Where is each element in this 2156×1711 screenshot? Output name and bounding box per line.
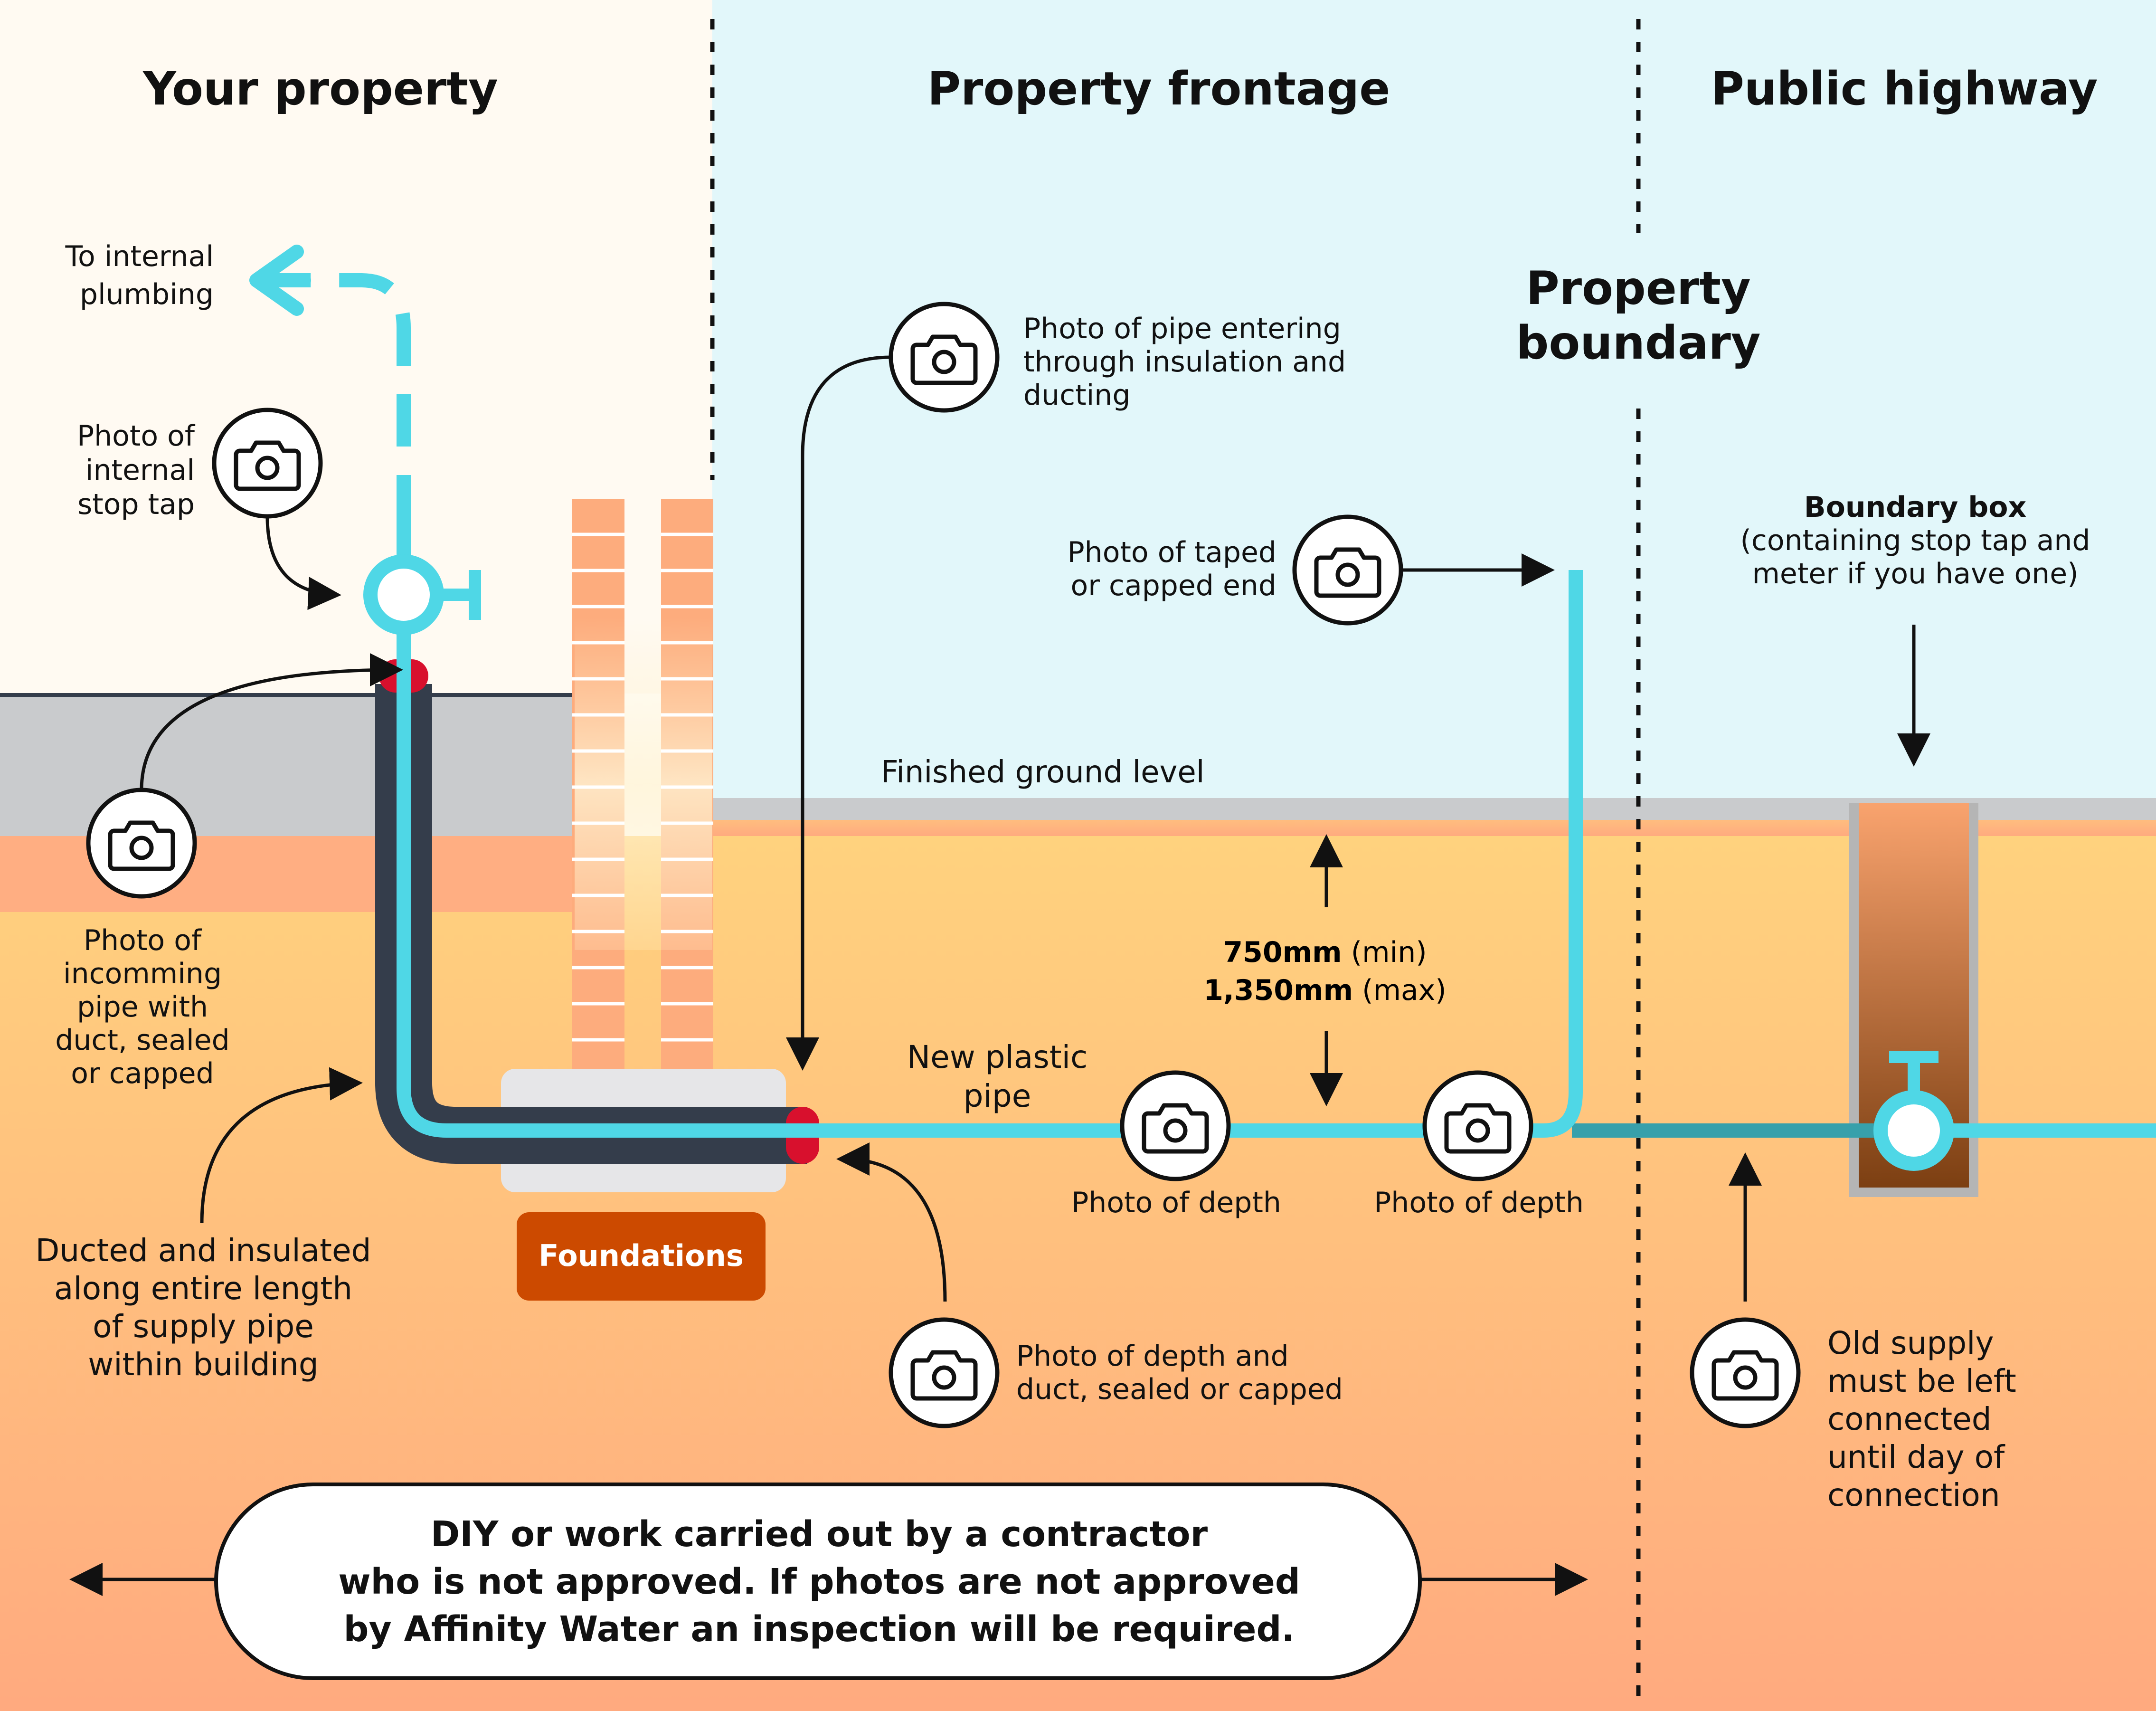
notice-line-1: DIY or work carried out by a contractor	[431, 1514, 1208, 1555]
heading-your-property: Your property	[142, 62, 498, 115]
label-incoming-3: pipe with	[77, 990, 208, 1024]
label-old-supply-1: Old supply	[1827, 1325, 1994, 1361]
internal-plumbing-pipe	[294, 273, 411, 527]
label-depth-min: 750mm (min)	[1223, 936, 1427, 969]
new-plastic-pipe	[397, 570, 1583, 1138]
heading-property-boundary-2: boundary	[1516, 316, 1761, 370]
brick-wall	[572, 499, 713, 1078]
label-to-internal-2: plumbing	[80, 278, 214, 311]
camera-icon-depth-b	[1425, 1073, 1531, 1179]
label-pipe-entering-1: Photo of pipe entering	[1023, 312, 1341, 345]
label-old-supply-5: connection	[1827, 1477, 2000, 1513]
label-new-pipe-1: New plastic	[907, 1039, 1088, 1075]
label-internal-stop-tap-1: Photo of	[77, 419, 196, 453]
notice-line-2: who is not approved. If photos are not a…	[338, 1561, 1300, 1602]
label-old-supply-4: until day of	[1827, 1439, 2005, 1475]
notice-line-3: by Affinity Water an inspection will be …	[343, 1609, 1295, 1650]
label-to-internal-1: To internal	[65, 240, 214, 273]
label-finished-ground: Finished ground level	[881, 755, 1205, 790]
camera-icon-old-supply	[1692, 1320, 1798, 1426]
label-pipe-entering-2: through insulation and	[1023, 345, 1346, 379]
camera-icon-internal-stop-tap	[214, 410, 321, 516]
label-taped-2: or capped end	[1071, 569, 1277, 602]
label-taped-1: Photo of taped	[1067, 536, 1277, 569]
callout-arrows	[69, 355, 1930, 1596]
label-incoming-5: or capped	[71, 1057, 214, 1090]
label-ducted-1: Ducted and insulated	[36, 1232, 371, 1269]
label-incoming-2: incomming	[63, 957, 222, 990]
label-boundary-box-desc-1: (containing stop tap and	[1740, 524, 2090, 557]
camera-icon-incoming-pipe	[88, 790, 195, 896]
foundations-badge	[517, 1212, 766, 1301]
label-depth-b: Photo of depth	[1374, 1186, 1584, 1219]
heading-property-boundary-1: Property	[1526, 262, 1750, 315]
camera-icon-pipe-entering	[891, 304, 997, 410]
camera-icon-depth-duct	[891, 1320, 997, 1426]
camera-icon-taped-end	[1295, 517, 1401, 623]
label-incoming-4: duct, sealed	[55, 1024, 229, 1057]
camera-icon-depth-a	[1122, 1073, 1229, 1179]
heading-public-highway: Public highway	[1711, 62, 2098, 115]
label-depth-max: 1,350mm (max)	[1203, 974, 1446, 1007]
label-internal-stop-tap-2: internal	[85, 454, 195, 487]
label-internal-stop-tap-3: stop tap	[77, 488, 195, 521]
label-depth-duct-2: duct, sealed or capped	[1016, 1373, 1343, 1406]
label-pipe-entering-3: ducting	[1023, 379, 1130, 412]
label-boundary-box-desc-2: meter if you have one)	[1752, 557, 2078, 590]
label-old-supply-2: must be left	[1827, 1363, 2016, 1399]
label-depth-duct-1: Photo of depth and	[1016, 1340, 1289, 1373]
label-depth-a: Photo of depth	[1071, 1186, 1281, 1219]
heading-property-frontage: Property frontage	[927, 62, 1390, 115]
label-foundations: Foundations	[539, 1238, 743, 1273]
label-boundary-box-title: Boundary box	[1804, 491, 2026, 524]
internal-stop-tap-icon	[363, 554, 481, 635]
label-ducted-4: within building	[88, 1346, 319, 1383]
notice-panel	[214, 1483, 1422, 1680]
label-old-supply-3: connected	[1827, 1401, 1992, 1437]
property-paving	[0, 694, 572, 836]
zone-headings: Your property Property frontage Public h…	[142, 62, 2098, 370]
boundary-stop-tap-icon	[1873, 1051, 1954, 1171]
label-new-pipe-2: pipe	[964, 1078, 1031, 1114]
label-ducted-3: of supply pipe	[93, 1308, 314, 1345]
label-ducted-2: along entire length	[54, 1270, 352, 1307]
label-incoming-1: Photo of	[84, 924, 202, 957]
